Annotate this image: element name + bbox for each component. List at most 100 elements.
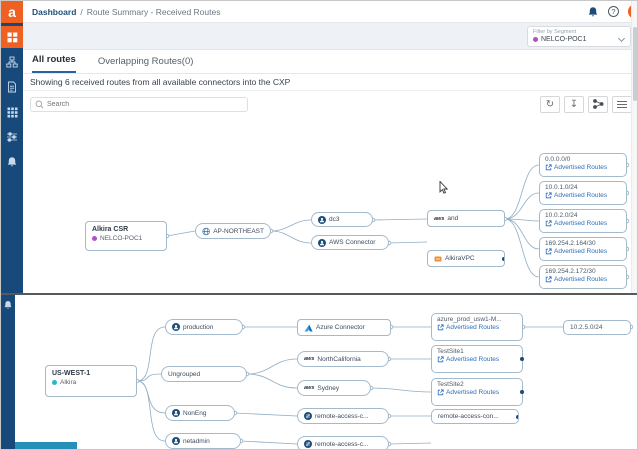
route-box[interactable]: 10.0.1.0/24 Advertised Routes: [539, 181, 627, 205]
bell-icon[interactable]: [3, 300, 13, 310]
connector-label: NorthCalifornia: [317, 355, 361, 363]
node-group-aws-connector[interactable]: AWS Connector: [311, 235, 389, 250]
breadcrumb-dashboard-link[interactable]: Dashboard: [32, 6, 77, 17]
advertised-routes-link[interactable]: Advertised Routes: [437, 389, 517, 396]
aws-logo-icon: aws: [434, 215, 445, 222]
group-icon: [172, 437, 180, 445]
csr-segment: NELCO-POC1: [100, 235, 143, 242]
advertised-routes-link[interactable]: Advertised Routes: [545, 220, 621, 227]
advertised-routes-link[interactable]: Advertised Routes: [437, 324, 517, 331]
site-name: remote-access-con...: [438, 413, 499, 420]
tab-overlapping-routes[interactable]: Overlapping Routes(0): [97, 56, 194, 67]
advertised-routes-link[interactable]: Advertised Routes: [545, 276, 621, 283]
advertised-routes-link[interactable]: Advertised Routes: [545, 192, 621, 199]
logo-letter: a: [8, 4, 16, 20]
mouse-cursor: [439, 181, 449, 194]
alkira-logo[interactable]: a: [1, 1, 23, 23]
segment-filter-dropdown[interactable]: Filter by Segment NELCO-POC1: [527, 26, 631, 47]
search-input[interactable]: [47, 100, 227, 108]
site-name: azure_prod_usw1-M...: [437, 316, 502, 323]
tenant-dot-icon: [52, 380, 57, 385]
expand-dot[interactable]: [516, 414, 518, 419]
node-group-production[interactable]: production: [165, 319, 243, 335]
node-remote-access-2[interactable]: remote-access-c...: [297, 436, 389, 449]
advertised-label: Advertised Routes: [446, 356, 500, 363]
download-button[interactable]: ↧: [564, 95, 584, 113]
help-icon[interactable]: ?: [608, 6, 619, 17]
group-icon: [318, 238, 326, 247]
sidebar-item-apps[interactable]: [1, 101, 23, 123]
connector-label: remote-access-c...: [315, 412, 369, 420]
sidebar-item-dashboard[interactable]: [1, 26, 23, 48]
breadcrumb: Dashboard / Route Summary - Received Rou…: [32, 7, 220, 17]
advertised-routes-link[interactable]: Advertised Routes: [437, 356, 517, 363]
route-cidr: 10.2.5.0/24: [570, 324, 603, 331]
expand-dot[interactable]: [520, 357, 524, 361]
topology-canvas-bottom: US-WEST-1 Alkira production Ungrouped No…: [15, 295, 637, 449]
node-alkira-csr[interactable]: Alkira CSR NELCO-POC1: [85, 221, 167, 251]
node-connector-and[interactable]: aws and: [427, 210, 505, 227]
expand-dot[interactable]: [502, 256, 504, 261]
site-box-azure-prod[interactable]: azure_prod_usw1-M... Advertised Routes: [431, 313, 523, 341]
sidebar-item-documents[interactable]: [1, 76, 23, 98]
route-box[interactable]: 0.0.0.0/0 Advertised Routes: [539, 153, 627, 177]
route-box[interactable]: 169.254.2.172/30 Advertised Routes: [539, 265, 627, 289]
screenshot-divider: [1, 293, 637, 295]
remote-access-icon: [304, 440, 312, 448]
scrollbar-track[interactable]: [631, 1, 637, 293]
connector-label: and: [447, 215, 459, 222]
route-box-10-2-5-0[interactable]: 10.2.5.0/24: [563, 320, 631, 335]
expand-dot[interactable]: [520, 390, 524, 394]
group-icon: [172, 323, 180, 331]
node-group-dc3[interactable]: dc3: [311, 212, 373, 227]
sub-header-band: Filter by Segment NELCO-POC1: [23, 23, 637, 50]
sidebar-item-settings[interactable]: [1, 126, 23, 148]
tab-all-routes[interactable]: All routes: [32, 54, 76, 73]
sidebar-item-topology[interactable]: [1, 51, 23, 73]
advertised-routes-link[interactable]: Advertised Routes: [545, 248, 621, 255]
node-sydney[interactable]: aws Sydney: [297, 380, 371, 396]
route-box[interactable]: 10.0.2.0/24 Advertised Routes: [539, 209, 627, 233]
scrollbar-thumb[interactable]: [633, 27, 637, 101]
search-box[interactable]: [30, 96, 248, 112]
route-cidr: 10.0.2.0/24: [545, 212, 578, 219]
topology-view-button[interactable]: [588, 95, 608, 113]
node-region-ap-northeast[interactable]: AP-NORTHEAST: [195, 223, 271, 239]
cut-off-banner: [15, 442, 77, 449]
routes-column: 0.0.0.0/0 Advertised Routes 10.0.1.0/24 …: [539, 153, 627, 289]
node-remote-access-con-1[interactable]: remote-access-con...: [431, 409, 519, 424]
topology-view-icon: [592, 99, 604, 109]
advertised-routes-link[interactable]: Advertised Routes: [545, 164, 621, 171]
node-group-netadmin[interactable]: netadmin: [165, 433, 241, 449]
document-icon: [8, 81, 16, 93]
group-icon: [318, 215, 326, 224]
help-glyph: ?: [611, 7, 616, 16]
site-name: TestSite1: [437, 348, 464, 355]
tabs-row: All routes Overlapping Routes(0): [23, 50, 637, 74]
node-remote-access-1[interactable]: remote-access-c...: [297, 408, 389, 424]
notifications-bell-icon[interactable]: [587, 6, 599, 18]
node-azure-connector[interactable]: Azure Connector: [297, 319, 391, 336]
refresh-button[interactable]: ↻: [540, 95, 560, 113]
top-header: Dashboard / Route Summary - Received Rou…: [23, 1, 637, 23]
node-connector-alkiravpc[interactable]: AlkiraVPC: [427, 250, 505, 267]
site-box-testsite1[interactable]: TestSite1 Advertised Routes: [431, 345, 524, 373]
sidebar: a: [1, 1, 23, 293]
sidebar-bottom-fragment: [1, 295, 15, 449]
sidebar-item-alerts[interactable]: [1, 151, 23, 173]
segment-filter-value: NELCO-POC1: [541, 36, 587, 43]
route-box[interactable]: 169.254.2.164/30 Advertised Routes: [539, 237, 627, 261]
route-cidr: 169.254.2.172/30: [545, 268, 596, 275]
advertised-label: Advertised Routes: [554, 248, 608, 255]
segment-dot-icon: [92, 236, 97, 241]
node-group-noneng[interactable]: NonEng: [165, 405, 235, 421]
topology-icon: [6, 56, 18, 68]
node-group-ungrouped[interactable]: Ungrouped: [161, 366, 247, 382]
breadcrumb-separator: /: [80, 6, 83, 17]
region-label: AP-NORTHEAST: [213, 227, 264, 235]
node-northcalifornia[interactable]: aws NorthCalifornia: [297, 351, 389, 367]
node-us-west-1[interactable]: US-WEST-1 Alkira: [45, 365, 137, 397]
site-box-testsite2[interactable]: TestSite2 Advertised Routes: [431, 378, 524, 406]
list-view-button[interactable]: [612, 95, 632, 113]
